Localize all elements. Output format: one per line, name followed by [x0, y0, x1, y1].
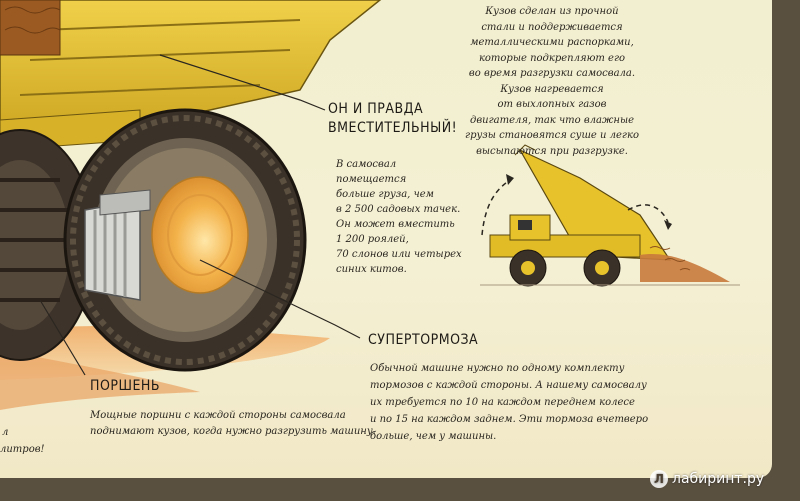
book-page: Кузов сделан из прочной стали и поддержи… — [0, 0, 772, 478]
small-dump-truck — [480, 144, 740, 287]
watermark-text: лабиринт.ру — [672, 471, 765, 487]
leader-lines — [39, 54, 361, 376]
rear-tire — [0, 129, 96, 361]
edge-fragment: л — [2, 427, 9, 438]
labirint-logo-icon: Л — [650, 470, 668, 488]
capacity-text: В самосвал помещается больше груза, чем … — [336, 159, 462, 275]
piston-heading: ПОРШЕНЬ — [90, 378, 161, 394]
arrow-head-right-icon — [664, 220, 672, 230]
brake-text: Обычной машине нужно по одному комплекту… — [370, 363, 649, 442]
front-tire — [63, 108, 307, 372]
edge-fragment: литров! — [0, 444, 45, 455]
motion-arrows — [481, 179, 669, 236]
brake-heading: СУПЕРТОРМОЗА — [368, 332, 479, 348]
truck-illustration — [0, 0, 740, 410]
capacity-heading: ОН И ПРАВДА ВМЕСТИТЕЛЬНЫЙ! — [328, 101, 458, 136]
piston-text: Мощные поршни с каждой стороны самосвала… — [90, 410, 376, 437]
body-text: Кузов сделан из прочной стали и поддержи… — [465, 6, 639, 157]
arrow-head-left-icon — [506, 174, 514, 185]
watermark: Л лабиринт.ру — [650, 468, 764, 490]
